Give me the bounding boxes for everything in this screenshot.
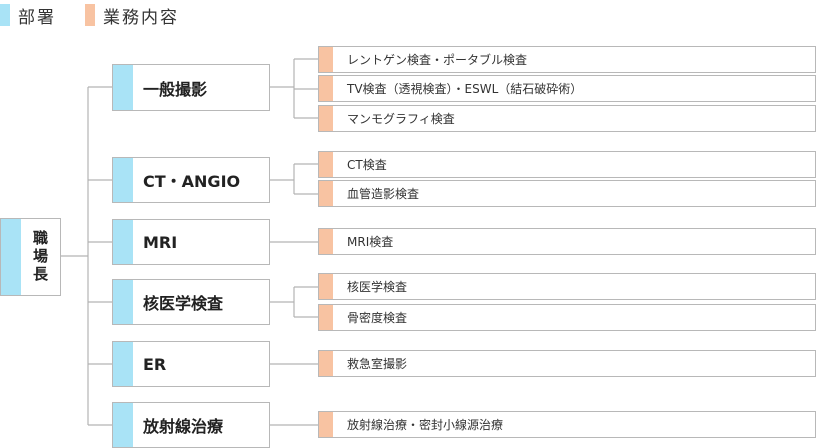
legend-task: 業務内容 bbox=[85, 4, 179, 28]
root-node-label: 職場長 bbox=[31, 230, 49, 284]
task-node: レントゲン検査・ポータブル検査 bbox=[318, 46, 816, 73]
task-node-bar bbox=[319, 305, 333, 330]
dept-node-bar bbox=[113, 220, 133, 264]
task-node-bar bbox=[319, 76, 333, 101]
task-node-bar bbox=[319, 229, 333, 254]
dept-node-label: MRI bbox=[143, 232, 178, 252]
task-node-bar bbox=[319, 47, 333, 72]
legend-task-label: 業務内容 bbox=[103, 7, 179, 28]
dept-node-label: ER bbox=[143, 354, 167, 374]
task-node-label: 血管造影検査 bbox=[347, 187, 420, 201]
dept-node-ct-angio: CT・ANGIO bbox=[112, 157, 270, 203]
task-node-bar bbox=[319, 274, 333, 299]
task-node-label: MRI検査 bbox=[347, 235, 394, 249]
task-node: 核医学検査 bbox=[318, 273, 816, 300]
task-node-label: 救急室撮影 bbox=[347, 357, 408, 371]
legend-department-swatch bbox=[0, 4, 10, 26]
dept-node-bar bbox=[113, 403, 133, 447]
task-node-label: レントゲン検査・ポータブル検査 bbox=[347, 53, 528, 67]
dept-node-label: 放射線治療 bbox=[143, 417, 224, 436]
dept-node-label: 一般撮影 bbox=[143, 79, 208, 99]
dept-node-bar bbox=[113, 65, 133, 110]
dept-node-mri: MRI bbox=[112, 219, 270, 265]
dept-node-er: ER bbox=[112, 341, 270, 387]
dept-node-bar bbox=[113, 342, 133, 386]
task-node-label: マンモグラフィ検査 bbox=[347, 112, 455, 126]
task-node: 血管造影検査 bbox=[318, 180, 816, 207]
task-node-label: 骨密度検査 bbox=[347, 311, 408, 325]
dept-node-bar bbox=[113, 280, 133, 324]
task-node: マンモグラフィ検査 bbox=[318, 105, 816, 132]
dept-node-label: CT・ANGIO bbox=[143, 172, 241, 191]
root-node: 職場長 bbox=[0, 218, 61, 296]
task-node-bar bbox=[319, 152, 333, 177]
task-node: TV検査（透視検査）・ESWL（結石破砕術） bbox=[318, 75, 816, 102]
dept-node-label: 核医学検査 bbox=[143, 294, 224, 313]
task-node-bar bbox=[319, 106, 333, 131]
task-node: CT検査 bbox=[318, 151, 816, 178]
dept-node-radiation-therapy: 放射線治療 bbox=[112, 402, 270, 448]
task-node-label: 放射線治療・密封小線源治療 bbox=[347, 418, 504, 432]
task-node-label: TV検査（透視検査）・ESWL（結石破砕術） bbox=[347, 82, 583, 96]
task-node: 救急室撮影 bbox=[318, 350, 816, 377]
task-node: MRI検査 bbox=[318, 228, 816, 255]
task-node-bar bbox=[319, 181, 333, 206]
task-node-label: CT検査 bbox=[347, 158, 387, 172]
task-node-bar bbox=[319, 351, 333, 376]
dept-node-general-radiography: 一般撮影 bbox=[112, 64, 270, 111]
task-node: 放射線治療・密封小線源治療 bbox=[318, 411, 816, 438]
legend-department: 部署 bbox=[0, 4, 56, 28]
dept-node-nuclear-medicine: 核医学検査 bbox=[112, 279, 270, 325]
task-node-bar bbox=[319, 412, 333, 437]
legend-task-swatch bbox=[85, 4, 95, 26]
root-node-bar bbox=[1, 219, 21, 295]
task-node-label: 核医学検査 bbox=[347, 280, 408, 294]
dept-node-bar bbox=[113, 158, 133, 202]
task-node: 骨密度検査 bbox=[318, 304, 816, 331]
legend-department-label: 部署 bbox=[18, 7, 56, 28]
